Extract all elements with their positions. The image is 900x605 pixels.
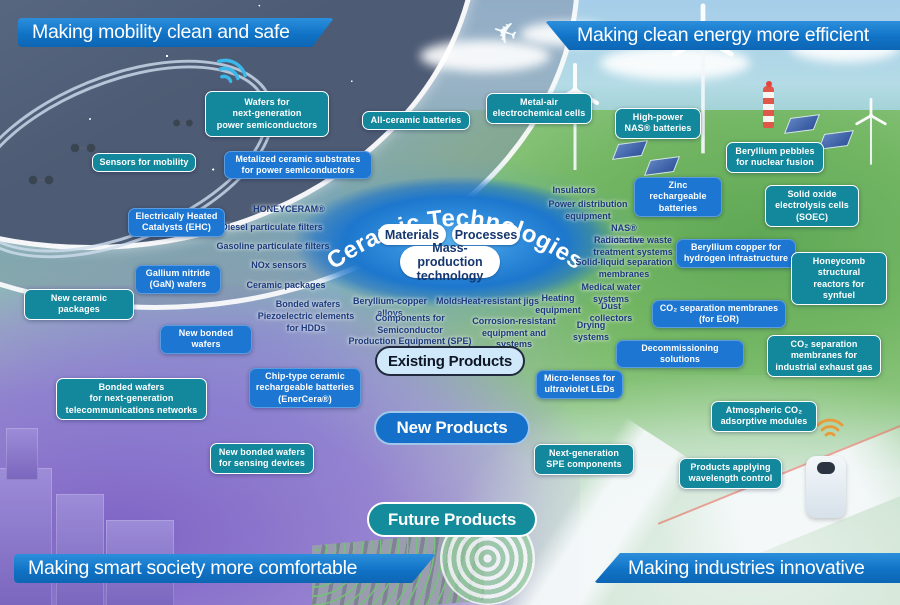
building-illustration: [0, 468, 52, 605]
existing-product-text: Corrosion-resistant equipment and system…: [472, 316, 556, 350]
product-box-co2-membranes-industrial-exhaust: CO₂ separation membranes for industrial …: [767, 335, 881, 377]
product-box-products-wavelength-control: Products applying wavelength control: [679, 458, 782, 489]
existing-product-text: Diesel particulate filters: [221, 222, 323, 232]
existing-product-text: Insulators: [552, 185, 596, 195]
existing-product-text: NOx sensors: [251, 260, 307, 270]
product-box-electrically-heated-catalysts: Electrically Heated Catalysts (EHC): [128, 208, 225, 237]
banner-making-smart-society-more-comfortable: Making smart society more comfortable: [14, 554, 436, 583]
product-box-metal-air-electrochemical-cells: Metal-air electrochemical cells: [486, 93, 592, 124]
product-box-decommissioning-solutions: Decommissioning solutions: [616, 340, 744, 368]
existing-product-text: Power distribution equipment: [548, 199, 628, 221]
building-illustration: [56, 494, 104, 605]
product-box-metalized-ceramic-substrates: Metalized ceramic substrates for power s…: [224, 151, 372, 179]
existing-product-text: Ceramic packages: [246, 280, 326, 290]
existing-product-text: Heat-resistant jigs: [460, 296, 540, 306]
future-products-label: Future Products: [367, 502, 537, 537]
robot-illustration: [806, 456, 846, 518]
banner-making-industries-innovative: Making industries innovative: [594, 553, 900, 583]
existing-product-text: Solid-liquid separation membranes: [575, 257, 673, 279]
product-box-chip-type-enercera-batteries: Chip-type ceramic rechargeable batteries…: [249, 368, 361, 408]
existing-product-text: Radioactive waste treatment systems: [593, 235, 673, 257]
wind-turbine-icon: [855, 98, 887, 165]
drone-icon: [172, 119, 194, 127]
existing-product-text: Beryllium-copper alloys: [352, 296, 428, 318]
existing-product-text: Molds: [436, 296, 462, 306]
product-box-zinc-rechargeable-batteries: Zinc rechargeable batteries: [634, 177, 722, 217]
existing-products-label: Existing Products: [375, 346, 525, 376]
product-box-all-ceramic-batteries: All-ceramic batteries: [362, 111, 470, 131]
wifi-icon: [216, 58, 247, 84]
drone-icon: [70, 143, 96, 153]
product-box-micro-lenses-uv-leds: Micro-lenses for ultraviolet LEDs: [536, 370, 623, 399]
existing-product-text: Heating equipment: [535, 293, 581, 315]
wifi-icon: [816, 418, 844, 437]
product-box-new-ceramic-packages: New ceramic packages: [24, 289, 134, 320]
existing-product-text: HONEYCERAM®: [253, 204, 325, 214]
product-box-atmospheric-co2-adsorptive-modules: Atmospheric CO₂ adsorptive modules: [711, 401, 817, 432]
product-box-gallium-nitride-wafers: Gallium nitride (GaN) wafers: [135, 265, 221, 294]
product-box-new-bonded-wafers: New bonded wafers: [160, 325, 252, 354]
new-products-label: New Products: [374, 411, 530, 445]
existing-product-text: Dust collectors: [589, 301, 633, 323]
product-box-co2-separation-membranes-eor: CO₂ separation membranes (for EOR): [652, 300, 786, 328]
processes-pill: Processes: [452, 224, 520, 245]
existing-product-text: NAS® batteries: [605, 223, 643, 245]
lighthouse-icon: [763, 81, 774, 128]
banner-making-mobility-clean-and-safe: Making mobility clean and safe: [18, 18, 334, 47]
cloud-illustration: [420, 40, 550, 72]
product-box-next-gen-spe-components: Next-generation SPE components: [534, 444, 634, 475]
mass-production-pill: Mass-production technology: [400, 241, 500, 283]
materials-pill: Materials: [378, 224, 446, 245]
product-box-beryllium-copper-hydrogen: Beryllium copper for hydrogen infrastruc…: [676, 239, 796, 268]
product-box-honeycomb-reactors-synfuel: Honeycomb structural reactors for synfue…: [791, 252, 887, 305]
existing-product-text: Drying systems: [572, 320, 610, 342]
product-box-solid-oxide-electrolysis-cells: Solid oxide electrolysis cells (SOEC): [765, 185, 859, 227]
product-box-sensors-for-mobility: Sensors for mobility: [92, 153, 196, 173]
product-box-bonded-wafers-telecom: Bonded wafers for next-generation teleco…: [56, 378, 207, 420]
existing-product-text: Bonded wafers: [275, 299, 341, 309]
drone-icon: [28, 175, 54, 185]
product-box-wafers-next-gen-power-semiconductors: Wafers for next-generation power semicon…: [205, 91, 329, 137]
existing-product-text: Piezoelectric elements for HDDs: [257, 311, 355, 333]
existing-product-text: Gasoline particulate filters: [216, 241, 330, 251]
product-box-high-power-nas-batteries: High-power NAS® batteries: [615, 108, 701, 139]
existing-product-text: Medical water systems: [581, 282, 641, 304]
product-box-beryllium-pebbles-nuclear-fusion: Beryllium pebbles for nuclear fusion: [726, 142, 824, 173]
existing-product-text: Components for Semiconductor Production …: [348, 313, 472, 347]
building-illustration: [6, 428, 38, 480]
product-box-new-bonded-wafers-sensing: New bonded wafers for sensing devices: [210, 443, 314, 474]
banner-making-clean-energy-more-efficient: Making clean energy more efficient: [545, 21, 900, 50]
